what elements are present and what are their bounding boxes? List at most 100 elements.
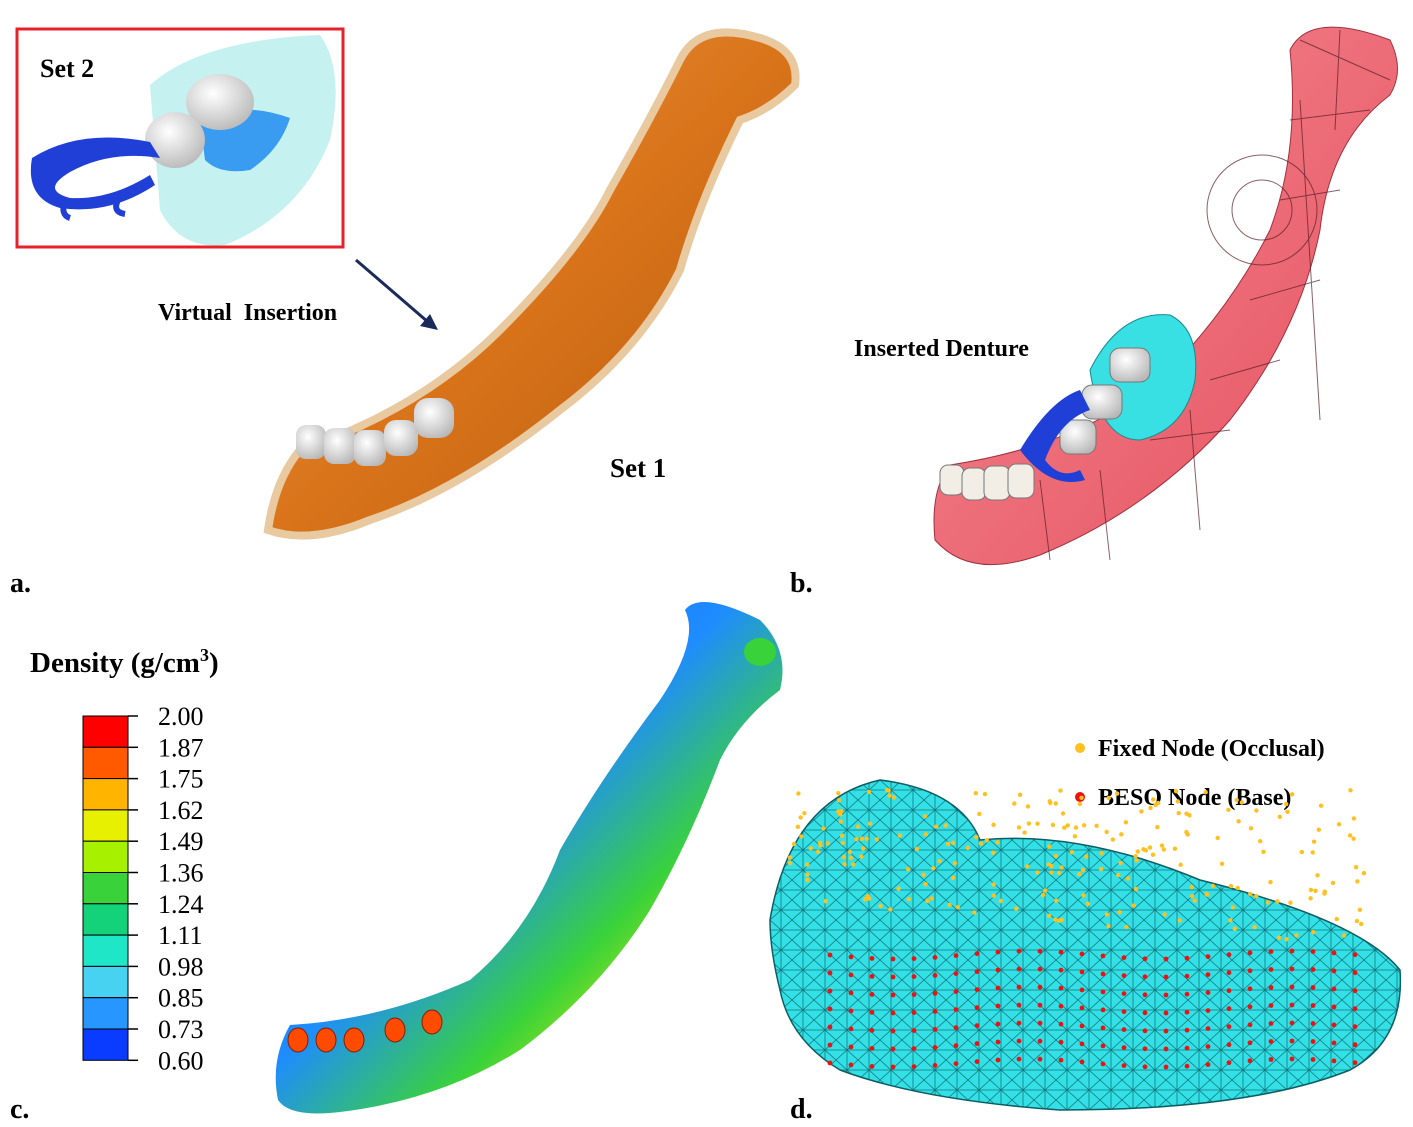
fixed-node bbox=[856, 824, 860, 828]
denture-base-mesh bbox=[770, 780, 1400, 1110]
fixed-node bbox=[1355, 879, 1359, 883]
fixed-node bbox=[1284, 937, 1288, 941]
beso-node bbox=[891, 1029, 896, 1034]
colorbar-tick-label: 2.00 bbox=[158, 702, 204, 731]
fixed-node bbox=[1048, 801, 1052, 805]
beso-node bbox=[849, 1045, 854, 1050]
fixed-node bbox=[821, 826, 825, 830]
fixed-node bbox=[1017, 825, 1021, 829]
beso-node bbox=[870, 974, 875, 979]
beso-node bbox=[996, 1022, 1001, 1027]
beso-node bbox=[933, 1045, 938, 1050]
beso-node bbox=[1059, 1040, 1064, 1045]
fixed-node bbox=[799, 834, 803, 838]
beso-node bbox=[1164, 993, 1169, 998]
fixed-node bbox=[867, 790, 871, 794]
panel-d: Fixed Node (Occlusal) BESO Node (Base) d… bbox=[770, 736, 1400, 1125]
beso-node bbox=[870, 1046, 875, 1051]
beso-node bbox=[1248, 1058, 1253, 1063]
fixed-node-legend-dot bbox=[1075, 743, 1085, 753]
fixed-node bbox=[1054, 899, 1058, 903]
beso-node bbox=[1101, 1044, 1106, 1049]
fixed-node bbox=[1186, 832, 1190, 836]
insertion-arrow bbox=[356, 260, 428, 322]
beso-node bbox=[1269, 985, 1274, 990]
fixed-node bbox=[898, 833, 902, 837]
fixed-node bbox=[840, 834, 844, 838]
fixed-node bbox=[1084, 854, 1088, 858]
fixed-node bbox=[1294, 933, 1298, 937]
fixed-node bbox=[1124, 925, 1128, 929]
beso-node bbox=[891, 957, 896, 962]
fixed-node bbox=[816, 850, 820, 854]
fixed-node bbox=[859, 854, 863, 858]
beso-node bbox=[1332, 969, 1337, 974]
fixed-node bbox=[826, 841, 830, 845]
fixed-node bbox=[1153, 803, 1157, 807]
beso-node bbox=[1017, 1021, 1022, 1026]
fixed-node bbox=[1073, 834, 1077, 838]
fixed-node bbox=[1163, 912, 1167, 916]
beso-node bbox=[1101, 1062, 1106, 1067]
beso-node bbox=[1038, 1039, 1043, 1044]
fixed-node bbox=[1348, 833, 1352, 837]
fixed-node bbox=[1177, 918, 1181, 922]
fixed-node bbox=[1106, 924, 1110, 928]
beso-node bbox=[891, 1011, 896, 1016]
fixed-node bbox=[1047, 844, 1051, 848]
fixed-node bbox=[1086, 902, 1090, 906]
fixed-node bbox=[1348, 788, 1352, 792]
beso-node bbox=[1122, 973, 1127, 978]
fixed-node bbox=[907, 897, 911, 901]
fixed-node bbox=[1026, 804, 1030, 808]
fixed-node bbox=[1317, 828, 1321, 832]
beso-node bbox=[1206, 1062, 1211, 1067]
beso-node bbox=[1311, 1057, 1316, 1062]
beso-node bbox=[1311, 949, 1316, 954]
beso-node bbox=[996, 986, 1001, 991]
fixed-node bbox=[1054, 801, 1058, 805]
fixed-node bbox=[956, 905, 960, 909]
colorbar-tick-label: 1.62 bbox=[158, 796, 204, 825]
beso-node bbox=[849, 1027, 854, 1032]
fixed-node bbox=[974, 835, 978, 839]
fixed-node bbox=[888, 907, 892, 911]
beso-node bbox=[975, 969, 980, 974]
fixed-node bbox=[1014, 906, 1018, 910]
fixed-node bbox=[824, 899, 828, 903]
fixed-node bbox=[1351, 837, 1355, 841]
fixed-node bbox=[1290, 792, 1294, 796]
colorbar-tick-label: 1.36 bbox=[158, 859, 204, 888]
beso-node bbox=[870, 1064, 875, 1069]
fixed-node bbox=[1139, 809, 1143, 813]
beso-node bbox=[1248, 968, 1253, 973]
fixed-node bbox=[1235, 798, 1239, 802]
beso-node bbox=[1185, 1028, 1190, 1033]
fixed-node bbox=[1046, 862, 1050, 866]
fixed-node bbox=[1060, 918, 1064, 922]
beso-node bbox=[1269, 1057, 1274, 1062]
fixed-node bbox=[788, 855, 792, 859]
beso-node bbox=[891, 993, 896, 998]
colorbar-tick-label: 1.11 bbox=[158, 921, 203, 950]
fixed-node bbox=[1058, 788, 1062, 792]
beso-node bbox=[1290, 1003, 1295, 1008]
colorbar-band bbox=[83, 841, 128, 872]
fixed-node bbox=[977, 812, 981, 816]
set2-label: Set 2 bbox=[40, 54, 94, 83]
fixed-node bbox=[1252, 925, 1256, 929]
fixed-node bbox=[925, 899, 929, 903]
fixed-node bbox=[1082, 823, 1086, 827]
fixed-node bbox=[1236, 886, 1240, 890]
fixed-node bbox=[837, 798, 841, 802]
colorbar-tick-label: 1.75 bbox=[158, 765, 204, 794]
fixed-node bbox=[1148, 845, 1152, 849]
beso-node bbox=[849, 1009, 854, 1014]
beso-node bbox=[933, 973, 938, 978]
fixed-node bbox=[848, 850, 852, 854]
fixed-node bbox=[865, 837, 869, 841]
beso-node bbox=[1122, 1045, 1127, 1050]
beso-node bbox=[1122, 1027, 1127, 1032]
fixed-node bbox=[992, 893, 996, 897]
colorbar-band bbox=[83, 935, 128, 966]
